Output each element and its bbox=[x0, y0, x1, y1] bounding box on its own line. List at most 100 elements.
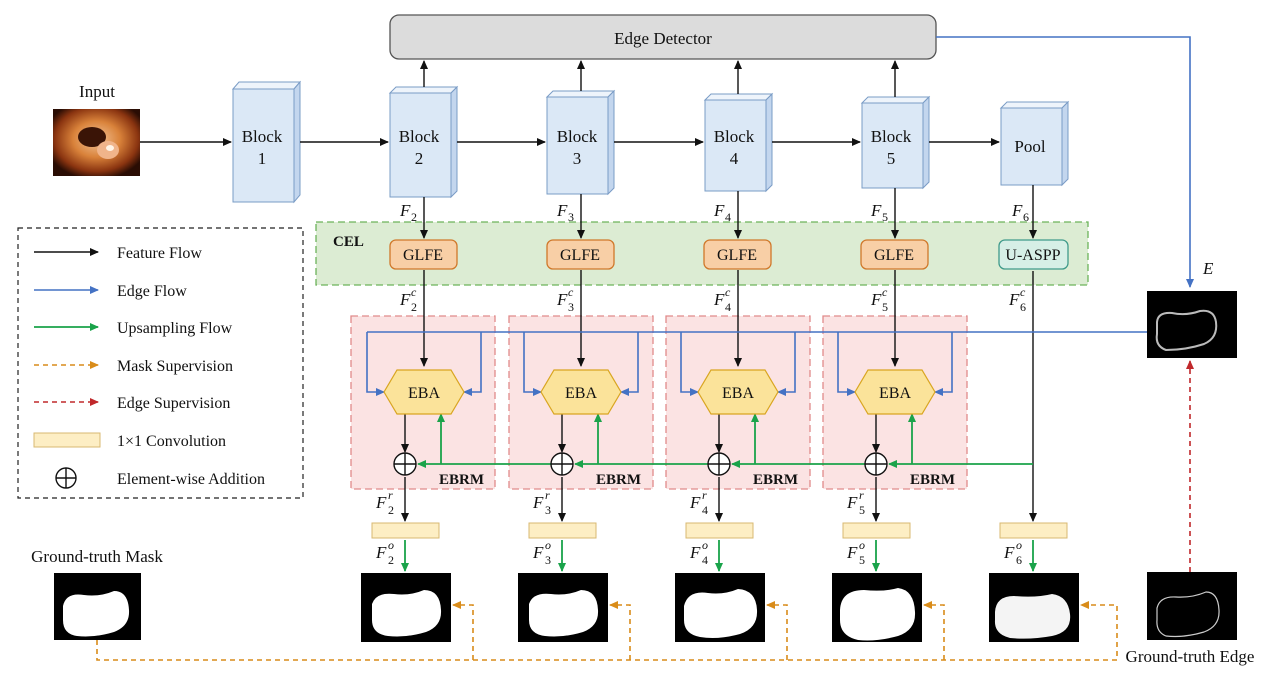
f5r-symbol: F bbox=[846, 493, 858, 512]
mask-sup-to-4 bbox=[766, 601, 788, 660]
block-2-number: 2 bbox=[415, 149, 424, 168]
pred-mask-6 bbox=[989, 573, 1079, 642]
cel-label: CEL bbox=[333, 234, 364, 250]
f3-symbol: F bbox=[556, 201, 568, 220]
block-4: Block 4 bbox=[703, 92, 774, 193]
f3-subscript: 3 bbox=[568, 210, 574, 224]
f5-subscript: 5 bbox=[882, 210, 888, 224]
uaspp-label: U-ASPP bbox=[1005, 247, 1060, 264]
mask-sup-bus-to-6 bbox=[96, 601, 1118, 661]
label-f5o: F o 5 bbox=[846, 538, 865, 567]
glfe-2-label: GLFE bbox=[560, 247, 600, 264]
legend: Feature Flow Edge Flow Upsampling Flow M… bbox=[17, 227, 304, 499]
add-node-3 bbox=[707, 452, 731, 476]
f2r-subscript: 2 bbox=[388, 503, 394, 517]
f2r-symbol: F bbox=[375, 493, 387, 512]
gt-edge-label: Ground-truth Edge bbox=[1126, 647, 1255, 666]
f3o-superscript: o bbox=[545, 538, 551, 552]
glfe-3-label: GLFE bbox=[717, 247, 757, 264]
f2-symbol: F bbox=[399, 201, 411, 220]
f5c-symbol: F bbox=[870, 290, 882, 309]
block-4-number: 4 bbox=[730, 149, 739, 168]
block-2-label: Block bbox=[399, 127, 440, 146]
label-f3r: F r 3 bbox=[532, 488, 551, 517]
edge-flow-eba1-right bbox=[463, 332, 482, 396]
label-f5r: F r 5 bbox=[846, 488, 865, 517]
label-f3c: F c 3 bbox=[556, 285, 574, 314]
f4c-symbol: F bbox=[713, 290, 725, 309]
edge-flow-eba2-right bbox=[620, 332, 639, 396]
f2o-subscript: 2 bbox=[388, 553, 394, 567]
gt-mask-image bbox=[54, 573, 141, 640]
glfe-module-2: GLFE bbox=[546, 239, 615, 270]
f5o-superscript: o bbox=[859, 538, 865, 552]
conv-box-4 bbox=[685, 522, 754, 539]
glfe-module-1: GLFE bbox=[389, 239, 458, 270]
f3c-symbol: F bbox=[556, 290, 568, 309]
input-label: Input bbox=[79, 82, 115, 101]
f2c-symbol: F bbox=[399, 290, 411, 309]
label-f3: F 3 bbox=[556, 201, 574, 224]
eba-2-label: EBA bbox=[565, 385, 597, 402]
pool-block: Pool bbox=[999, 100, 1070, 187]
label-f5: F 5 bbox=[870, 201, 888, 224]
f5c-subscript: 5 bbox=[882, 300, 888, 314]
f2r-superscript: r bbox=[388, 488, 393, 502]
f4o-superscript: o bbox=[702, 538, 708, 552]
ebrm-label-4: EBRM bbox=[910, 472, 955, 488]
block-5-number: 5 bbox=[887, 149, 896, 168]
edge-flow-eba4-right bbox=[934, 332, 953, 396]
mask-sup-to-2 bbox=[452, 601, 474, 660]
f2o-superscript: o bbox=[388, 538, 394, 552]
label-f2c: F c 2 bbox=[399, 285, 417, 314]
f4c-subscript: 4 bbox=[725, 300, 731, 314]
eba-3-label: EBA bbox=[722, 385, 754, 402]
block-4-label: Block bbox=[714, 127, 755, 146]
edge-symbol: E bbox=[1202, 259, 1214, 278]
f5r-subscript: 5 bbox=[859, 503, 865, 517]
label-f6: F 6 bbox=[1011, 201, 1029, 224]
glfe-4-label: GLFE bbox=[874, 247, 914, 264]
block-5-label: Block bbox=[871, 127, 912, 146]
f3r-superscript: r bbox=[545, 488, 550, 502]
legend-edge-supervision: Edge Supervision bbox=[117, 395, 230, 412]
legend-mask-supervision: Mask Supervision bbox=[117, 358, 233, 375]
ebrm-label-1: EBRM bbox=[439, 472, 484, 488]
f6c-superscript: c bbox=[1020, 285, 1026, 299]
eba-module-4: EBA bbox=[854, 369, 936, 415]
edge-flow-to-e bbox=[936, 36, 1194, 288]
f2-subscript: 2 bbox=[411, 210, 417, 224]
mask-sup-to-3 bbox=[609, 601, 631, 660]
f5r-superscript: r bbox=[859, 488, 864, 502]
f5-symbol: F bbox=[870, 201, 882, 220]
add-node-1 bbox=[393, 452, 417, 476]
label-f4: F 4 bbox=[713, 201, 731, 224]
f3r-subscript: 3 bbox=[545, 503, 551, 517]
label-f2r: F r 2 bbox=[375, 488, 394, 517]
legend-addition: Element-wise Addition bbox=[117, 471, 265, 488]
block-1-label: Block bbox=[242, 127, 283, 146]
f3o-subscript: 3 bbox=[545, 553, 551, 567]
legend-edge-flow: Edge Flow bbox=[117, 283, 187, 300]
label-f3o: F o 3 bbox=[532, 538, 551, 567]
f5o-symbol: F bbox=[846, 543, 858, 562]
block-3-number: 3 bbox=[573, 149, 582, 168]
block-5: Block 5 bbox=[860, 95, 931, 190]
label-f4c: F c 4 bbox=[713, 285, 731, 314]
label-f2: F 2 bbox=[399, 201, 417, 224]
edge-flow-eba2-left bbox=[523, 332, 542, 396]
f6-symbol: F bbox=[1011, 201, 1023, 220]
add-node-4 bbox=[864, 452, 888, 476]
f5o-subscript: 5 bbox=[859, 553, 865, 567]
legend-feature-flow: Feature Flow bbox=[117, 245, 202, 262]
add-node-2 bbox=[550, 452, 574, 476]
f6c-subscript: 6 bbox=[1020, 300, 1026, 314]
eba-4-label: EBA bbox=[879, 385, 911, 402]
label-f5c: F c 5 bbox=[870, 285, 888, 314]
legend-conv: 1×1 Convolution bbox=[117, 433, 226, 450]
f2o-symbol: F bbox=[375, 543, 387, 562]
f4-symbol: F bbox=[713, 201, 725, 220]
ebrm-label-2: EBRM bbox=[596, 472, 641, 488]
legend-addition-symbol bbox=[55, 467, 77, 489]
legend-upsampling-flow: Upsampling Flow bbox=[117, 320, 233, 337]
